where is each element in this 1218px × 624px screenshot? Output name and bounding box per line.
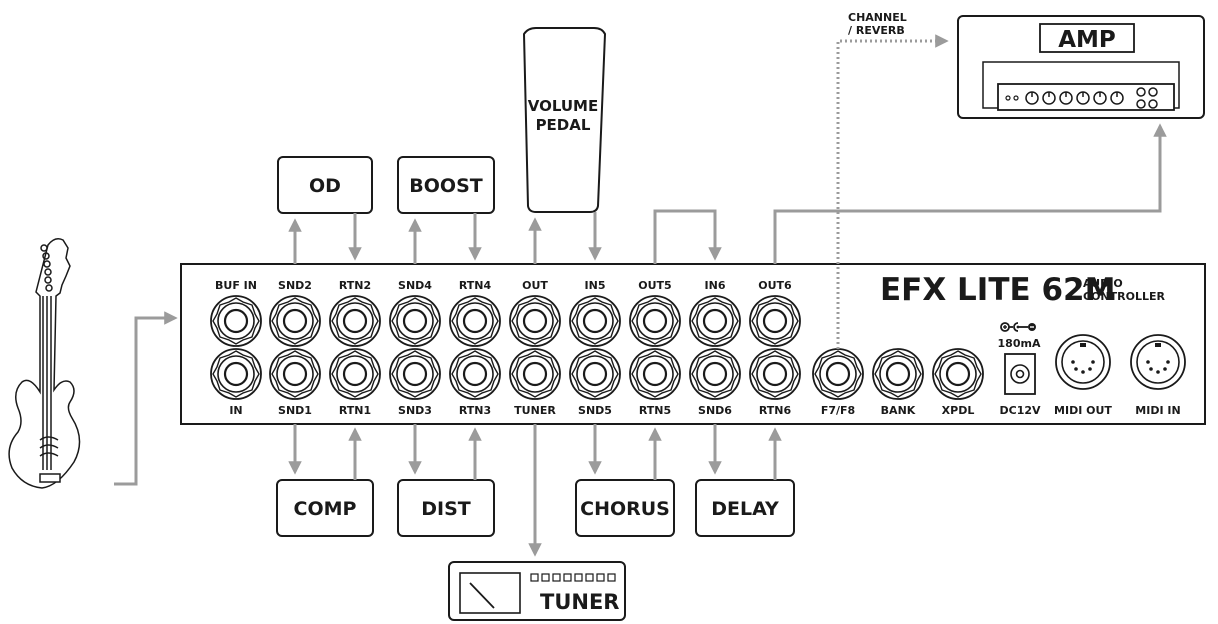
volume-pedal-box xyxy=(522,27,607,213)
device-brand: EFX LITE 62M xyxy=(880,272,1115,308)
jack-label: SND5 xyxy=(578,404,612,417)
chorus-pedal-box xyxy=(575,479,675,537)
jack-snd5[interactable] xyxy=(568,347,622,401)
boost-pedal-box xyxy=(397,156,495,214)
jack-label: OUT6 xyxy=(758,279,792,292)
jack-label: IN xyxy=(229,404,242,417)
channel-reverb-label-line1: CHANNEL xyxy=(848,11,907,24)
jack-out[interactable] xyxy=(508,294,562,348)
tuner-meter xyxy=(459,572,521,614)
top-jack-labels: BUF IN SND2 RTN2 SND4 RTN4 OUT IN5 OUT5 … xyxy=(215,279,792,292)
jack-label: SND2 xyxy=(278,279,312,292)
midi-in-label: MIDI IN xyxy=(1135,404,1180,417)
jack-f7-f8[interactable] xyxy=(811,347,865,401)
jack-in[interactable] xyxy=(209,347,263,401)
guitar-cable xyxy=(114,311,178,486)
bottom-jack-labels: IN SND1 RTN1 SND3 RTN3 TUNER SND5 RTN5 S… xyxy=(229,404,974,417)
jack-label: IN5 xyxy=(585,279,606,292)
device-subtitle-line1: AUDIO xyxy=(1083,277,1123,290)
amp-label-box xyxy=(1039,23,1135,53)
jack-in6[interactable] xyxy=(688,294,742,348)
wire-out5-in6 xyxy=(653,209,722,264)
jack-rtn5[interactable] xyxy=(628,347,682,401)
amp-knobs xyxy=(1005,87,1158,109)
wire-out6-amp xyxy=(773,123,1167,264)
dist-pedal-label: DIST xyxy=(421,498,471,520)
power-label: DC12V xyxy=(999,404,1041,417)
boost-pedal-label: BOOST xyxy=(409,175,482,197)
jack-rtn2[interactable] xyxy=(328,294,382,348)
tuner-label: TUNER xyxy=(540,590,619,614)
jack-label: RTN6 xyxy=(759,404,792,417)
jack-xpdl[interactable] xyxy=(931,347,985,401)
jack-label: SND4 xyxy=(398,279,432,292)
jack-in5[interactable] xyxy=(568,294,622,348)
comp-pedal-box xyxy=(276,479,374,537)
jack-label: TUNER xyxy=(514,404,556,417)
midi-out-port[interactable] xyxy=(1055,334,1111,390)
amp-label: AMP xyxy=(1058,27,1116,53)
jack-label: OUT xyxy=(522,279,548,292)
jack-rtn1[interactable] xyxy=(328,347,382,401)
guitar-icon xyxy=(8,238,81,489)
jack-snd6[interactable] xyxy=(688,347,742,401)
amp-control-panel xyxy=(997,83,1175,111)
jack-rtn3[interactable] xyxy=(448,347,502,401)
dc-power-jack[interactable] xyxy=(1004,353,1036,395)
wire-f7f8-amp-channel xyxy=(836,34,949,349)
jack-label: RTN1 xyxy=(339,404,371,417)
delay-pedal-label: DELAY xyxy=(711,498,779,520)
midi-out-label: MIDI OUT xyxy=(1054,404,1112,417)
tuner-needle xyxy=(469,582,495,609)
comp-pedal-label: COMP xyxy=(294,498,357,520)
power-current: 180mA xyxy=(998,337,1041,350)
jack-label: RTN3 xyxy=(459,404,491,417)
jack-label: IN6 xyxy=(705,279,726,292)
jack-tuner[interactable] xyxy=(508,347,562,401)
jack-label: SND1 xyxy=(278,404,312,417)
jack-snd1[interactable] xyxy=(268,347,322,401)
jack-label: BUF IN xyxy=(215,279,257,292)
od-pedal-box xyxy=(277,156,373,214)
od-pedal-label: OD xyxy=(309,175,341,197)
jack-rtn4[interactable] xyxy=(448,294,502,348)
delay-pedal-box xyxy=(695,479,795,537)
jack-label: XPDL xyxy=(942,404,975,417)
jack-snd3[interactable] xyxy=(388,347,442,401)
jack-label: SND6 xyxy=(698,404,732,417)
jack-label: RTN4 xyxy=(459,279,492,292)
signal-wires xyxy=(288,34,1167,557)
jack-buf-in[interactable] xyxy=(209,294,263,348)
jack-out6[interactable] xyxy=(748,294,802,348)
jack-out5[interactable] xyxy=(628,294,682,348)
chorus-pedal-label: CHORUS xyxy=(580,498,670,520)
jack-label: RTN5 xyxy=(639,404,671,417)
jack-bank[interactable] xyxy=(871,347,925,401)
jack-label: RTN2 xyxy=(339,279,371,292)
jack-snd2[interactable] xyxy=(268,294,322,348)
device-subtitle-line2: CONTROLLER xyxy=(1083,290,1165,303)
jack-label: SND3 xyxy=(398,404,432,417)
channel-reverb-label-line2: / REVERB xyxy=(848,24,905,37)
tuner-led-row xyxy=(530,573,616,582)
jack-rtn6[interactable] xyxy=(748,347,802,401)
jack-label: BANK xyxy=(881,404,916,417)
volume-pedal-label-line2: PEDAL xyxy=(536,116,591,134)
jack-label: F7/F8 xyxy=(821,404,855,417)
jack-snd4[interactable] xyxy=(388,294,442,348)
volume-pedal-label-line1: VOLUME xyxy=(528,97,598,115)
midi-in-port[interactable] xyxy=(1130,334,1186,390)
dist-pedal-box xyxy=(397,479,495,537)
dc-polarity-icon xyxy=(1000,322,1036,332)
jack-label: OUT5 xyxy=(638,279,671,292)
